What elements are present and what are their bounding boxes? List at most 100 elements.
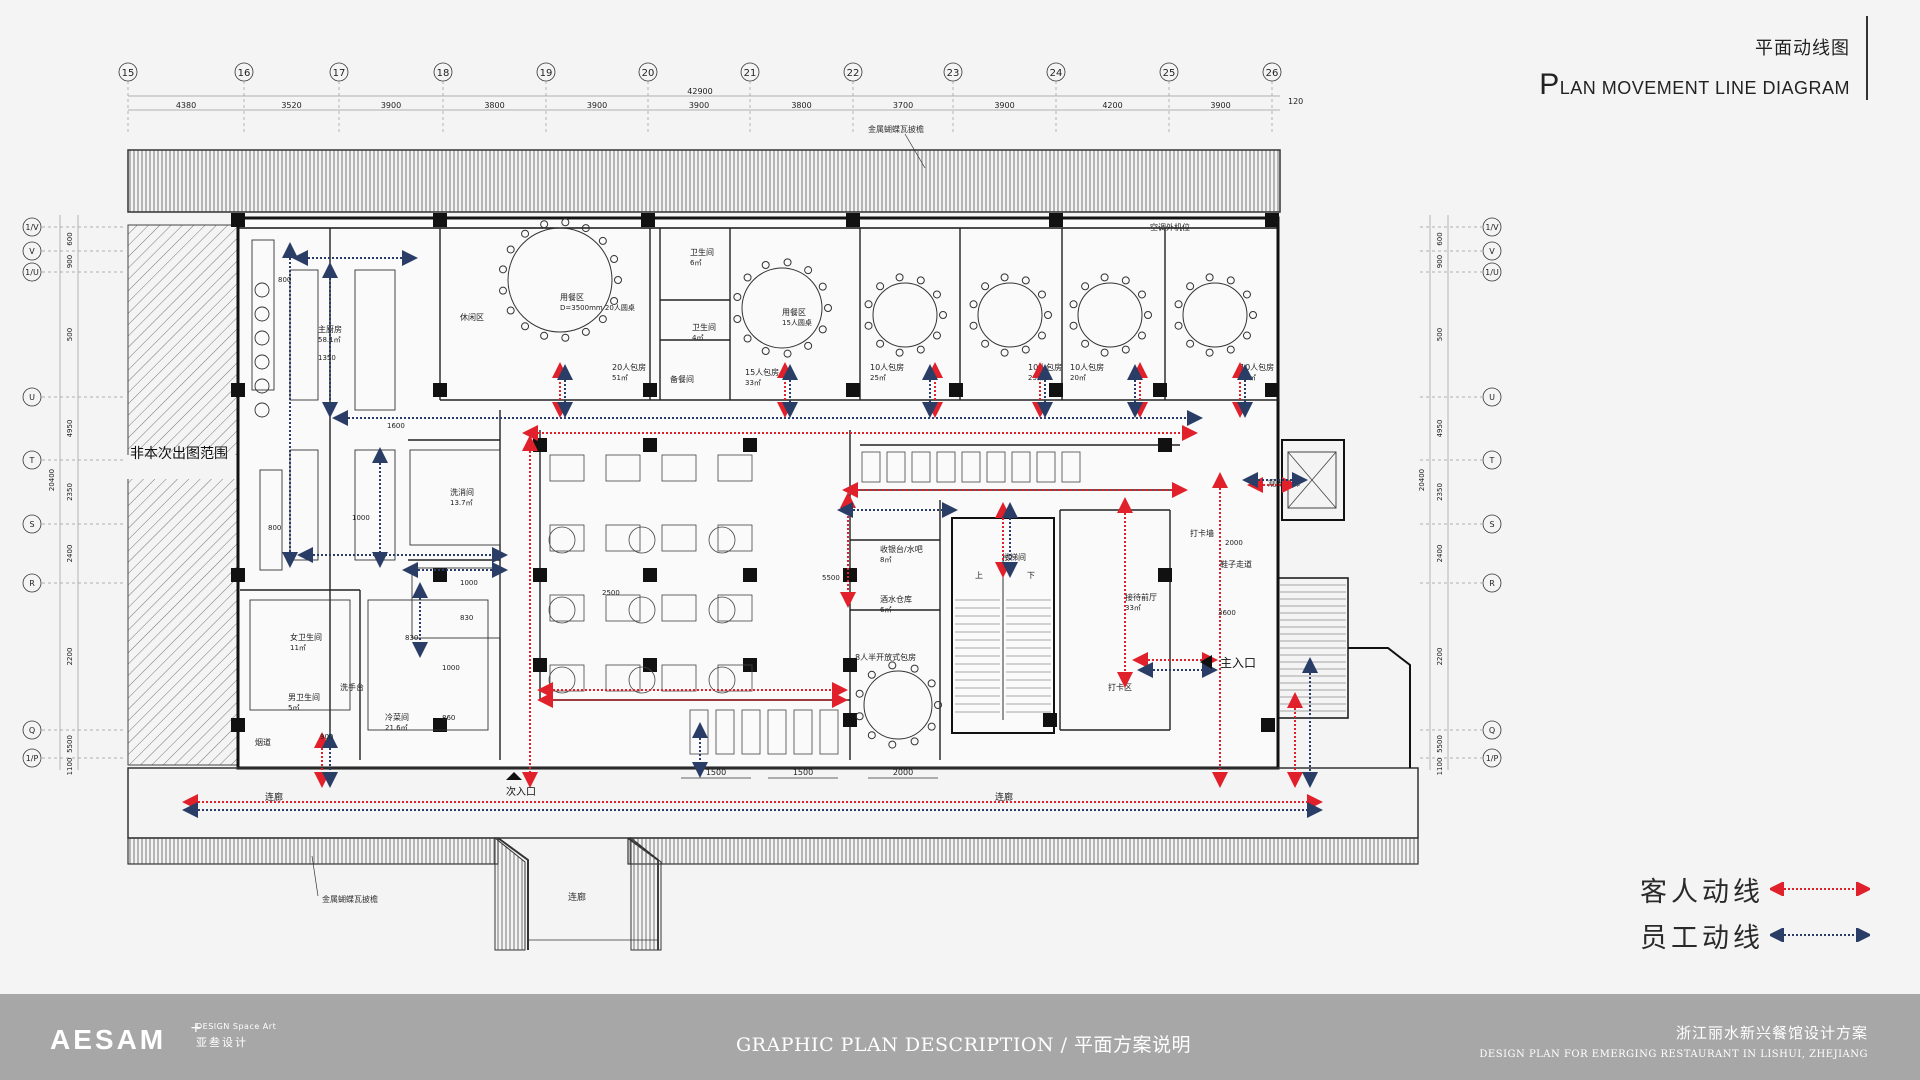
- corridor-label-left: 连廊: [265, 791, 283, 803]
- stove-burner: [254, 402, 270, 418]
- kitchen-block: [367, 599, 489, 731]
- title-rest: LAN MOVEMENT LINE DIAGRAM: [1559, 78, 1850, 98]
- misc-dimension: 800: [278, 276, 291, 284]
- grid-label-row: U: [1489, 393, 1495, 402]
- column-spacing: 3900: [587, 101, 607, 110]
- chair: [895, 273, 904, 282]
- chair: [1021, 276, 1030, 285]
- chair: [927, 679, 936, 688]
- room-area: 20㎡: [1240, 374, 1256, 382]
- structural-column: [843, 713, 857, 727]
- legend-guest-arrow: [1770, 882, 1870, 896]
- structural-column: [643, 383, 657, 397]
- room-name: 男卫生间: [288, 692, 320, 702]
- row-spacing: 500: [66, 328, 74, 341]
- row-spacing: 1100: [1436, 758, 1444, 776]
- hall-table: [717, 594, 753, 622]
- round-table: [741, 267, 823, 349]
- grid-bubble-row: [1482, 573, 1502, 593]
- chair: [1249, 311, 1257, 319]
- grid-bubble-row: [1482, 748, 1502, 768]
- chair: [864, 321, 873, 330]
- room-name: 鞋子走道: [1220, 559, 1252, 569]
- room-name: 洗消间: [450, 487, 474, 497]
- column-spacing: 4380: [176, 101, 196, 110]
- room-name: 酒水仓库: [880, 594, 912, 604]
- row-spacing: 2400: [1436, 545, 1444, 563]
- chair: [743, 273, 752, 282]
- round-table: [977, 282, 1043, 348]
- grid-label-row: R: [29, 579, 35, 588]
- grid-label-row: 1/U: [1485, 268, 1499, 277]
- column-spacing: 3520: [281, 101, 301, 110]
- round-table: [507, 227, 613, 333]
- hall-table: [717, 524, 753, 552]
- grid-label-row: 1/V: [25, 223, 39, 232]
- row-spacing: 4950: [1436, 420, 1444, 438]
- chair: [855, 689, 864, 698]
- structural-column: [533, 568, 547, 582]
- chair: [1174, 321, 1183, 330]
- chair: [1100, 348, 1109, 357]
- chair: [818, 282, 827, 291]
- grid-label-row: V: [1489, 247, 1495, 256]
- brand-sub-zh: 亚叁设计: [196, 1036, 248, 1049]
- grid-bubble-row: [22, 514, 42, 534]
- room-name: 卫生间: [692, 322, 716, 332]
- booth-seat: [793, 709, 813, 755]
- roof-eave-top: [127, 149, 1281, 213]
- grid-label-col: 22: [847, 68, 860, 79]
- out-of-scope-area: [127, 224, 239, 766]
- kitchen-block: [249, 599, 351, 711]
- column-spacing: 3900: [381, 101, 401, 110]
- chair: [1000, 273, 1009, 282]
- chair: [1069, 300, 1078, 309]
- room-name: 用餐区: [560, 293, 584, 302]
- row-spacing: 5500: [66, 735, 74, 753]
- room-name: 收银台/水吧: [880, 544, 923, 554]
- structural-column: [1265, 383, 1279, 397]
- room-area: D=3500mm 20人圆桌: [560, 303, 635, 312]
- hall-table: [549, 524, 585, 552]
- misc-dimension: 830: [405, 634, 418, 642]
- structural-column: [433, 213, 447, 227]
- chair: [1037, 290, 1046, 299]
- room-name: 10人包房: [1028, 362, 1062, 372]
- chair: [969, 321, 978, 330]
- chair: [1044, 311, 1052, 319]
- chair: [910, 737, 919, 746]
- grid-label-col: 18: [437, 68, 450, 79]
- grid-label-row: T: [29, 456, 35, 465]
- row-spacing: 600: [1436, 232, 1444, 245]
- structural-column: [1265, 213, 1279, 227]
- row-spacing: 2400: [66, 545, 74, 563]
- column-spacing: 3700: [893, 101, 913, 110]
- room-area: 13.7㎡: [450, 499, 473, 507]
- stove-burner: [254, 330, 270, 346]
- round-tables: [498, 218, 1257, 749]
- room-name: 10人包房: [1070, 362, 1104, 372]
- grid-bubble-row: [1482, 720, 1502, 740]
- row-spacing: 5500: [1436, 735, 1444, 753]
- chair: [1100, 273, 1109, 282]
- chair: [939, 311, 947, 319]
- grid-bubble-row: [1482, 241, 1502, 261]
- chair: [498, 286, 507, 295]
- grid-label-row: S: [29, 520, 34, 529]
- chair: [783, 258, 792, 267]
- structural-column: [643, 658, 657, 672]
- grid-bubble-row: [1482, 450, 1502, 470]
- row-spacing: 600: [66, 232, 74, 245]
- chair: [506, 306, 515, 315]
- corridor-label-link: 连廊: [568, 891, 586, 903]
- room-name: 打卡墙: [1190, 528, 1214, 538]
- structural-column: [433, 718, 447, 732]
- chair: [927, 722, 936, 731]
- booth-seat: [819, 709, 839, 755]
- booth-seat: [767, 709, 787, 755]
- room-name: 10人包房: [1240, 362, 1274, 372]
- chair: [561, 333, 570, 342]
- room-area: 4㎡: [692, 334, 703, 342]
- roof-eave-bottom-left: [127, 837, 499, 865]
